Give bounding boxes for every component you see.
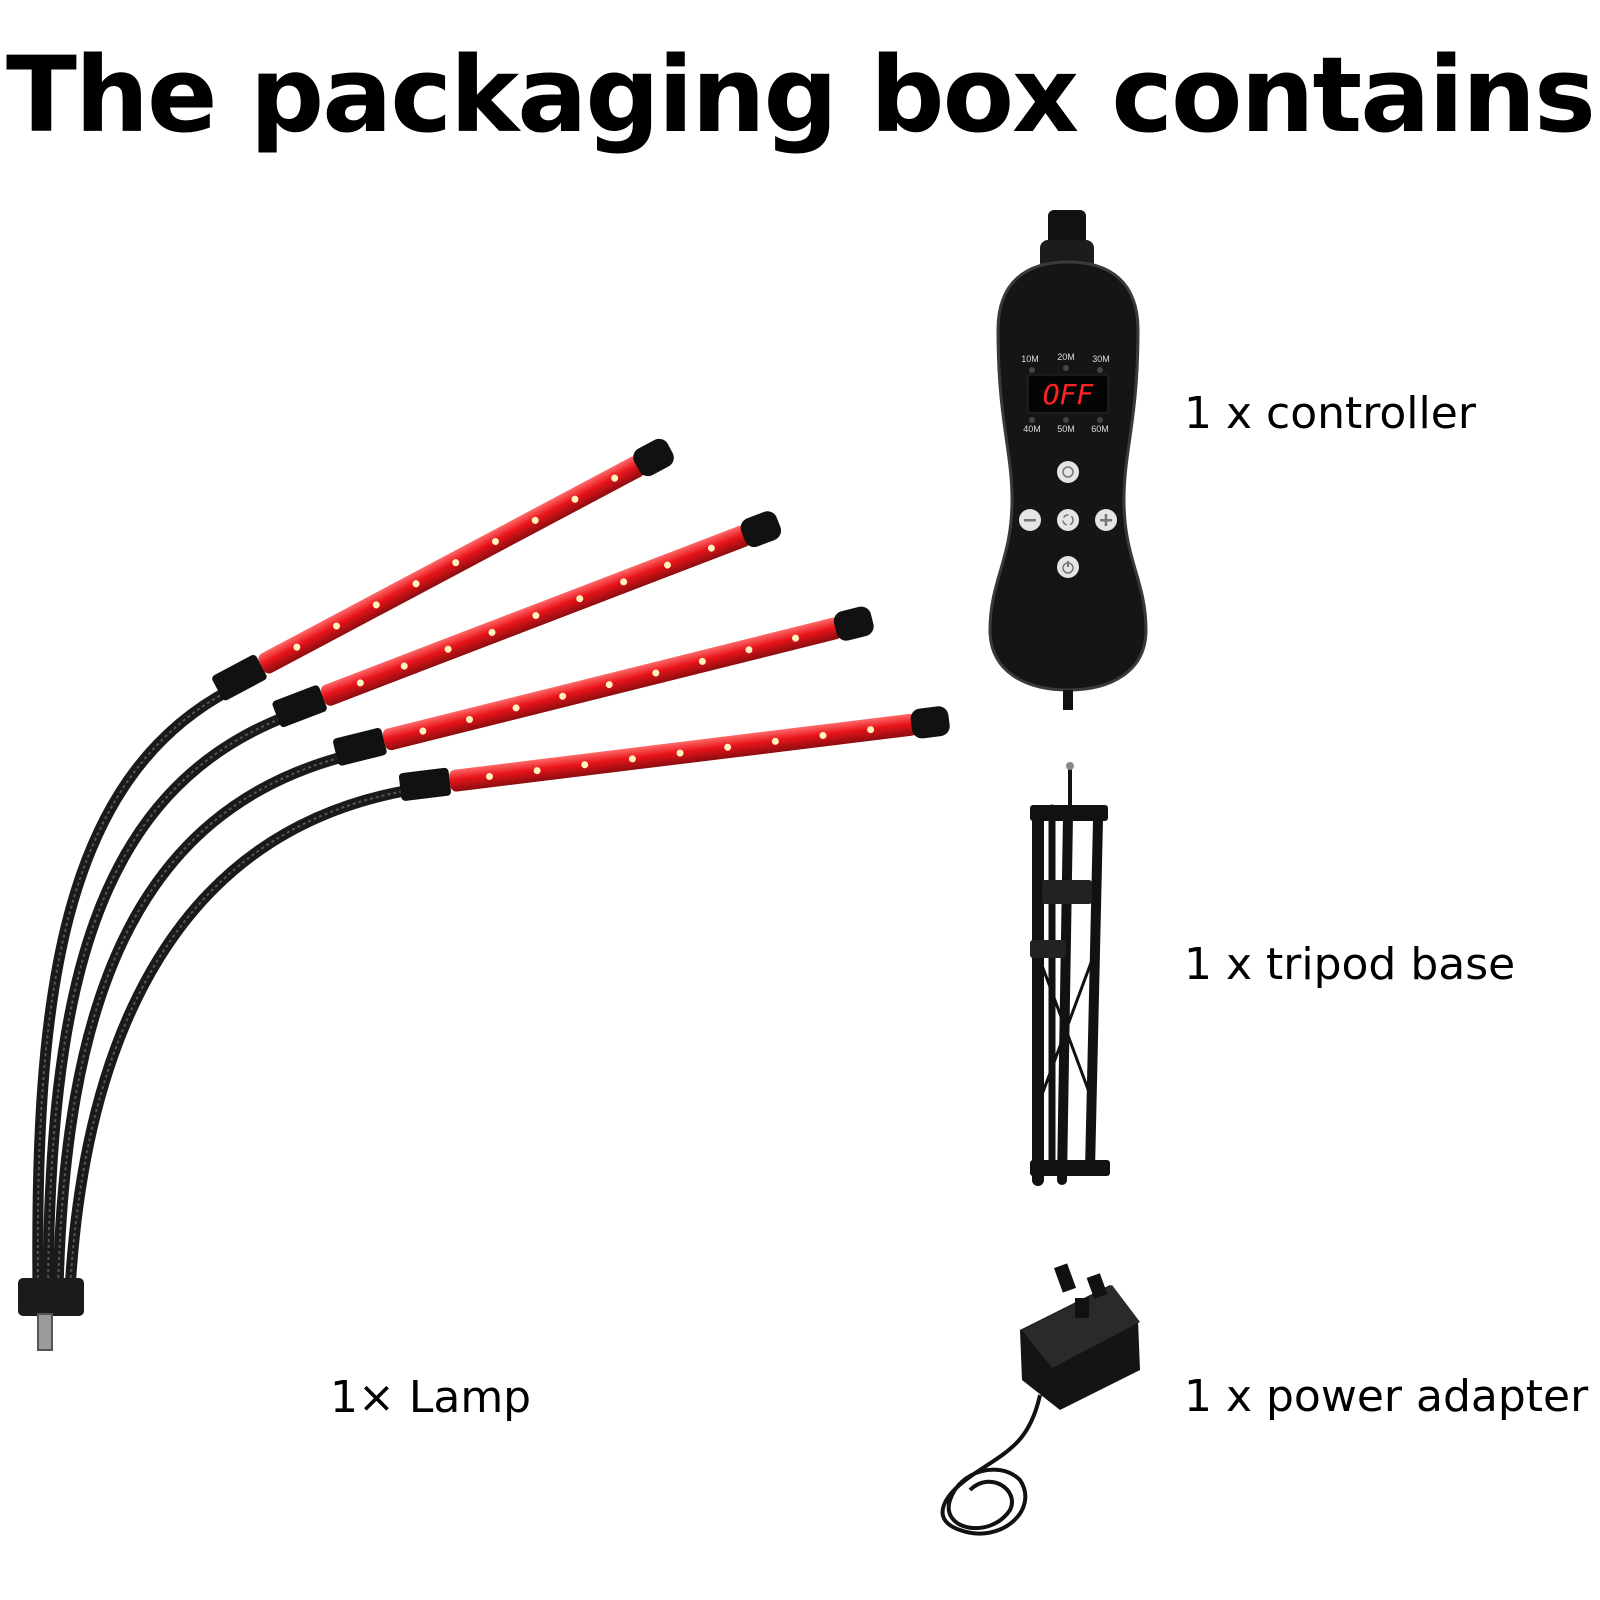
plus-button: [1095, 509, 1117, 531]
controller-label: 1 x controller: [1184, 388, 1476, 439]
power-adapter-label: 1 x power adapter: [1184, 1371, 1589, 1422]
timer-label-60m: 60M: [1091, 424, 1109, 434]
minus-button: [1019, 509, 1041, 531]
timer-label-40m: 40M: [1023, 424, 1041, 434]
timer-label-20m: 20M: [1057, 352, 1075, 362]
cycle-button: [1057, 509, 1079, 531]
timer-label-50m: 50M: [1057, 424, 1075, 434]
page-title: The packaging box contains: [6, 34, 1596, 156]
timer-label-30m: 30M: [1092, 354, 1110, 364]
timer-button: [1057, 461, 1079, 483]
power-button: [1057, 556, 1079, 578]
tripod-base-label: 1 x tripod base: [1184, 939, 1516, 990]
timer-label-10m: 10M: [1021, 354, 1039, 364]
display-text: OFF: [1043, 378, 1095, 411]
lamp-label: 1× Lamp: [330, 1372, 532, 1423]
